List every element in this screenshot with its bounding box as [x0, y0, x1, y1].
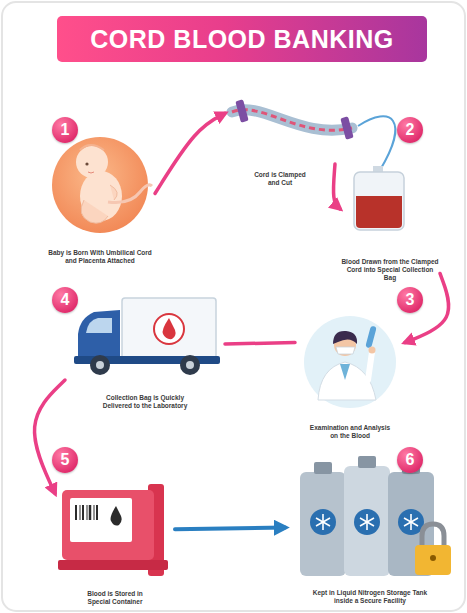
step-caption: Examination and Analysis on the Blood	[309, 424, 391, 440]
truck-window	[86, 318, 112, 333]
truck-cab	[78, 310, 120, 362]
truck-logo	[154, 314, 184, 344]
barcode-bar	[82, 505, 84, 520]
callout-number: 5	[52, 447, 78, 473]
step-caption: Baby is Born With Umbilical Cord and Pla…	[48, 249, 153, 265]
callout-number: 3	[397, 287, 423, 313]
snowflake-line	[360, 518, 374, 526]
nitrogen-tank	[300, 472, 346, 576]
callout-number: 1	[52, 117, 78, 143]
container-base	[58, 560, 168, 570]
container-label	[70, 498, 132, 542]
drop-icon	[111, 506, 122, 526]
barcode	[76, 505, 97, 520]
scrubs	[340, 364, 350, 380]
title-banner: CORD BLOOD BANKING	[57, 16, 427, 62]
truck-wheel	[90, 355, 110, 375]
caption-stack: Cord is Clamped and Cut	[249, 171, 311, 187]
step-caption: Kept in Liquid Nitrogen Storage Tank ins…	[309, 589, 431, 605]
storage-container	[62, 490, 154, 560]
step-arrow	[155, 113, 225, 193]
step-arrow	[175, 528, 285, 530]
snowflake-badge	[310, 509, 336, 535]
snowflake-symbol	[316, 514, 418, 530]
step-node: Blood Drawn from the Clamped Cord into S…	[340, 160, 440, 282]
baby-eye	[85, 162, 88, 165]
lab-circle	[304, 316, 396, 408]
caption-stack: Blood is Stored in Special Container	[79, 590, 151, 606]
step-node: Cord is Clamped and Cut	[225, 95, 335, 187]
caption-stack: Blood Drawn from the Clamped Cord into S…	[340, 258, 440, 282]
barcode-bar	[87, 505, 88, 520]
baby-arm	[110, 185, 117, 200]
tank-valve	[314, 462, 332, 474]
doctor-arm	[368, 352, 372, 380]
step-arrow	[34, 380, 65, 493]
truck-box	[122, 298, 216, 360]
cord-clamp	[235, 99, 248, 122]
step-caption: Blood is Stored in Special Container	[79, 590, 151, 606]
bag-blood	[356, 196, 402, 228]
baby-mouth	[88, 172, 94, 173]
step-arrow	[334, 164, 340, 209]
wheel-hub	[186, 361, 194, 369]
snowflake-line	[404, 518, 418, 526]
step-node: Kept in Liquid Nitrogen Storage Tank ins…	[285, 450, 455, 605]
blood-drop	[163, 318, 176, 339]
step-node: Blood is Stored in Special Container	[55, 478, 175, 606]
connector-group	[34, 113, 448, 529]
baby-leg	[81, 200, 108, 223]
step-node: Baby is Born With Umbilical Cord and Pla…	[45, 135, 155, 265]
doctor-hair	[333, 331, 357, 344]
caption-stack: Examination and Analysis on the Blood	[309, 424, 391, 440]
collection-tube	[358, 116, 395, 170]
cord-tube	[232, 110, 352, 131]
step-arrow	[225, 343, 295, 345]
barcode-bar	[89, 505, 92, 520]
baby-hair	[80, 145, 104, 150]
collection-bag	[354, 172, 404, 230]
baby-head	[76, 146, 108, 178]
step-node: Examination and Analysis on the Blood	[295, 310, 405, 440]
snowflake-line	[316, 518, 330, 526]
step-caption: Cord is Clamped and Cut	[249, 171, 311, 187]
snowflake-line	[360, 518, 374, 526]
barcode-bar	[94, 505, 95, 520]
face-mask	[336, 347, 355, 354]
test-tube	[365, 326, 376, 349]
wheel-hub	[96, 361, 104, 369]
cord-stripe	[232, 110, 352, 131]
callout-number: 2	[397, 117, 423, 143]
baby-circle	[52, 137, 148, 233]
snowflake-badge	[354, 509, 380, 535]
snowflake-line	[404, 518, 418, 526]
step-caption: Collection Bag is Quickly Delivered to t…	[97, 394, 193, 410]
tank-valve	[358, 456, 376, 468]
callout-number: 6	[397, 447, 423, 473]
snowflake-line	[316, 518, 330, 526]
doctor-hand	[369, 347, 376, 354]
padlock-keyhole	[430, 555, 436, 561]
barcode-bar	[80, 505, 81, 520]
barcode-bar	[96, 505, 98, 520]
step-node: Collection Bag is Quickly Delivered to t…	[65, 290, 225, 410]
caption-stack: Collection Bag is Quickly Delivered to t…	[97, 394, 193, 410]
callout-number: 4	[52, 287, 78, 313]
barcode-bar	[75, 505, 77, 520]
umbilical-cord	[108, 185, 152, 203]
cord-clamp	[340, 116, 353, 139]
step-caption: Blood Drawn from the Clamped Cord into S…	[340, 258, 440, 282]
caption-stack: Kept in Liquid Nitrogen Storage Tank ins…	[309, 589, 431, 605]
padlock-body	[415, 545, 451, 575]
caption-stack: Baby is Born With Umbilical Cord and Pla…	[48, 249, 153, 265]
nitrogen-tank	[344, 466, 390, 576]
truck-wheel	[180, 355, 200, 375]
padlock-shackle	[422, 524, 444, 548]
